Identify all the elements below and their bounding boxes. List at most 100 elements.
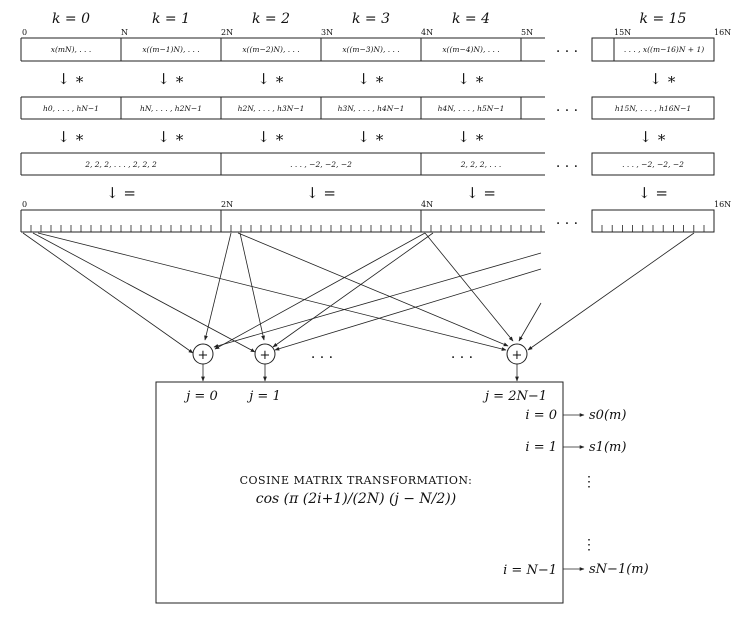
- transform-title: COSINE MATRIX TRANSFORMATION:: [240, 474, 473, 487]
- connection-line: [204, 232, 232, 341]
- row-end-cell: [591, 37, 715, 62]
- multiply-op: ↓ ∗: [57, 70, 85, 88]
- row-border: [21, 96, 545, 120]
- ellipsis: . . .: [556, 155, 578, 171]
- segment-cell: x((m−1)N), . . .: [142, 45, 199, 54]
- ellipsis: . . .: [556, 40, 578, 56]
- connection-line: [527, 232, 695, 351]
- k-label: k = 4: [452, 11, 490, 27]
- ellipsis: . . .: [451, 346, 473, 362]
- i-label: i = N−1: [503, 563, 557, 578]
- k-label: k = 3: [352, 11, 390, 27]
- k-label: k = 15: [640, 11, 687, 27]
- output-label: s0(m): [589, 408, 626, 423]
- adder-node: +: [506, 343, 528, 365]
- ellipsis: . . .: [311, 346, 333, 362]
- row-modulation-sequence: 2, 2, 2, . . . , 2, 2, 2 . . . , −2, −2,…: [20, 152, 715, 176]
- coefficient-cell: h2N, . . . , h3N−1: [238, 104, 305, 113]
- i-label: i = 1: [525, 440, 557, 455]
- multiply-ops-2: ↓ ∗ ↓ ∗ ↓ ∗ ↓ ∗ ↓ ∗ ↓ ∗: [57, 128, 667, 146]
- connection-line: [214, 232, 426, 350]
- k-labels: k = 0 k = 1 k = 2 k = 3 k = 4 k = 15: [52, 11, 687, 27]
- multiply-op: ↓ ∗: [639, 128, 667, 146]
- connection-line: [237, 232, 509, 347]
- segment-cell: x((m−4)N), . . .: [442, 45, 499, 54]
- connection-line: [424, 232, 514, 342]
- multiply-op: ↓ ∗: [57, 128, 85, 146]
- ellipsis: . . .: [556, 212, 578, 228]
- sequence-cell: 2, 2, 2, . . .: [460, 160, 502, 169]
- outputs: s0(m) s1(m) sN−1(m) ⋮ ⋮: [563, 408, 649, 577]
- sequence-cell: 2, 2, 2, . . . , 2, 2, 2: [84, 160, 157, 169]
- connection-line: [32, 232, 256, 353]
- multiply-ops-1: ↓ ∗ ↓ ∗ ↓ ∗ ↓ ∗ ↓ ∗ ↓ ∗: [57, 70, 677, 88]
- j-label: j = 0: [183, 389, 217, 404]
- connection-line: [272, 232, 434, 348]
- plus-symbol: +: [260, 348, 271, 363]
- coefficient-cell: h4N, . . . , h5N−1: [438, 104, 505, 113]
- cell-dividers: [20, 97, 522, 119]
- equals-op: ↓ =: [106, 184, 136, 202]
- segment-cell: . . . , x((m−16)N + 1): [624, 45, 704, 54]
- vertical-ellipsis: ⋮: [582, 474, 596, 490]
- equals-op: ↓ =: [638, 184, 668, 202]
- k-label: k = 1: [152, 11, 190, 27]
- k-label: k = 2: [252, 11, 290, 27]
- adder-connections: [22, 232, 695, 354]
- j-label: j = 1: [246, 389, 280, 404]
- row-end-cell: [591, 152, 715, 176]
- adder-outputs: [201, 364, 519, 382]
- sample-ticks: [601, 225, 705, 232]
- edge-label: 4N: [421, 200, 433, 209]
- row-border: [21, 37, 545, 62]
- multiply-op: ↓ ∗: [357, 128, 385, 146]
- j-label: j = 2N−1: [482, 389, 547, 404]
- connection-line: [22, 232, 194, 354]
- edge-label: 16N: [714, 200, 731, 209]
- edge-label: 2N: [221, 28, 233, 37]
- adder-node: +: [192, 343, 214, 365]
- edge-label: 0: [22, 28, 27, 37]
- multiply-op: ↓ ∗: [357, 70, 385, 88]
- edge-label: N: [121, 28, 128, 37]
- row-input-segments: 0 N 2N 3N 4N 5N 15N 16N x(mN), . . . x((…: [20, 28, 731, 62]
- segment-cell: x((m−2)N), . . .: [242, 45, 299, 54]
- multiply-op: ↓ ∗: [157, 128, 185, 146]
- multiply-op: ↓ ∗: [649, 70, 677, 88]
- connection-line: [239, 232, 265, 341]
- edge-label: 0: [22, 200, 27, 209]
- vertical-ellipsis: ⋮: [582, 537, 596, 553]
- coefficient-cell: h0, . . . , hN−1: [43, 104, 99, 113]
- sample-ticks: [30, 225, 542, 232]
- row-product-samples: 0 2N 4N 16N . . .: [20, 200, 731, 233]
- sequence-cell: . . . , −2, −2, −2: [622, 160, 684, 169]
- row-border: [21, 152, 545, 176]
- connection-line: [37, 232, 507, 351]
- plus-symbol: +: [512, 348, 523, 363]
- multiply-op: ↓ ∗: [457, 70, 485, 88]
- edge-label: 15N: [614, 28, 631, 37]
- multiply-op: ↓ ∗: [157, 70, 185, 88]
- coefficient-cell: hN, . . . , h2N−1: [140, 104, 202, 113]
- edge-label: 2N: [221, 200, 233, 209]
- multiply-op: ↓ ∗: [457, 128, 485, 146]
- sequence-cell: . . . , −2, −2, −2: [290, 160, 352, 169]
- equals-op: ↓ =: [466, 184, 496, 202]
- connection-line: [213, 252, 542, 348]
- segment-cell: x(mN), . . .: [51, 45, 91, 54]
- row-border: [21, 209, 545, 233]
- row-filter-coefficients: h0, . . . , hN−1 hN, . . . , h2N−1 h2N, …: [20, 96, 715, 120]
- edge-label: 3N: [321, 28, 333, 37]
- equals-ops: ↓ = ↓ = ↓ = ↓ =: [106, 184, 668, 202]
- transform-formula: cos (π (2i+1)/(2N) (j − N/2)): [256, 491, 456, 507]
- adder-nodes: + + + . . . . . .: [192, 343, 528, 365]
- plus-symbol: +: [198, 348, 209, 363]
- cell-dividers: [20, 153, 422, 175]
- edge-label: 5N: [521, 28, 533, 37]
- k-label: k = 0: [52, 11, 90, 27]
- coefficient-cell: h3N, . . . , h4N−1: [338, 104, 405, 113]
- multiply-op: ↓ ∗: [257, 128, 285, 146]
- cell-dividers: [20, 38, 522, 61]
- row-end-cell: [591, 96, 715, 120]
